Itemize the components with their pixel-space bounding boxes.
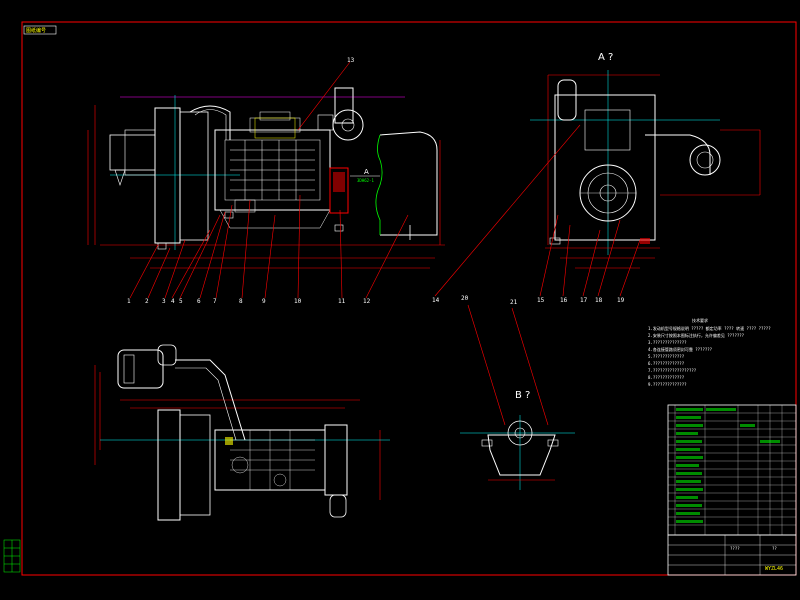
view-a: A ?: [530, 52, 761, 269]
note-line-7: 7.??????????????????: [648, 368, 697, 373]
front-leaders: [129, 61, 409, 299]
note-line-2: 2.安装尺寸按照本图标注执行，允许偏差见 ???????: [648, 332, 745, 338]
corner-tag-box: [23, 25, 57, 35]
view-a-label: A ?: [598, 52, 613, 63]
callout-6: 6: [197, 298, 201, 305]
callout-1: 1: [127, 298, 131, 305]
callout-20: 20: [461, 295, 469, 302]
view-b: B ?: [460, 304, 575, 490]
title-block: ???? ?? WYZL46: [667, 534, 797, 576]
technical-notes: 技术要求 1.发动机型号规格说明 ????? 额定功率 ???? 转速 ????…: [648, 317, 771, 387]
callouts-top: 1 2 3 4 5 6 7 8 9 10 11 12 13: [127, 57, 371, 305]
note-line-4: 4.各连接管路须密封可靠 ???????: [648, 346, 713, 352]
callout-4: 4: [171, 298, 175, 305]
drawing-code: WYZL46: [765, 566, 783, 572]
callout-19: 19: [617, 297, 625, 304]
callout-9: 9: [262, 298, 266, 305]
callout-8: 8: [239, 298, 243, 305]
callout-7: 7: [213, 298, 217, 305]
callout-5: 5: [179, 298, 183, 305]
note-line-5: 5.?????????????: [648, 354, 685, 359]
note-line-6: 6.?????????????: [648, 361, 685, 366]
drawing-name: ????: [730, 546, 740, 551]
corner-tag: 图纸编号: [26, 27, 46, 34]
note-line-9: 9.??????????????: [648, 382, 687, 387]
border-frame: [21, 21, 797, 576]
top-view: [94, 344, 390, 521]
callout-11: 11: [338, 298, 346, 305]
scale-text: ??: [772, 546, 777, 551]
view-b-label: B ?: [515, 390, 530, 401]
front-view: A 3DH62-1: [87, 87, 445, 269]
callout-13: 13: [347, 57, 355, 64]
revision-table: [3, 539, 21, 573]
callout-17: 17: [580, 297, 588, 304]
callout-15: 15: [537, 297, 545, 304]
callout-2: 2: [145, 298, 149, 305]
note-line-8: 8.?????????????: [648, 375, 685, 380]
callout-14: 14: [432, 297, 440, 304]
note-line-1: 1.发动机型号规格说明 ????? 额定功率 ???? 转速 ???? ????…: [648, 325, 771, 331]
callout-12: 12: [363, 298, 371, 305]
notes-title: 技术要求: [692, 317, 708, 323]
callout-16: 16: [560, 297, 568, 304]
svg-text:A: A: [364, 168, 369, 176]
note-line-3: 3.??????????????: [648, 340, 687, 345]
callout-10: 10: [294, 298, 302, 305]
callout-21: 21: [510, 299, 518, 306]
svg-text:3DH62-1: 3DH62-1: [357, 178, 374, 183]
parts-list: [667, 404, 797, 536]
callout-18: 18: [595, 297, 603, 304]
callout-3: 3: [162, 298, 166, 305]
view-a-leaders: [434, 124, 641, 297]
callouts-right: 14 15 16 17 18 19 20 21: [432, 295, 625, 306]
